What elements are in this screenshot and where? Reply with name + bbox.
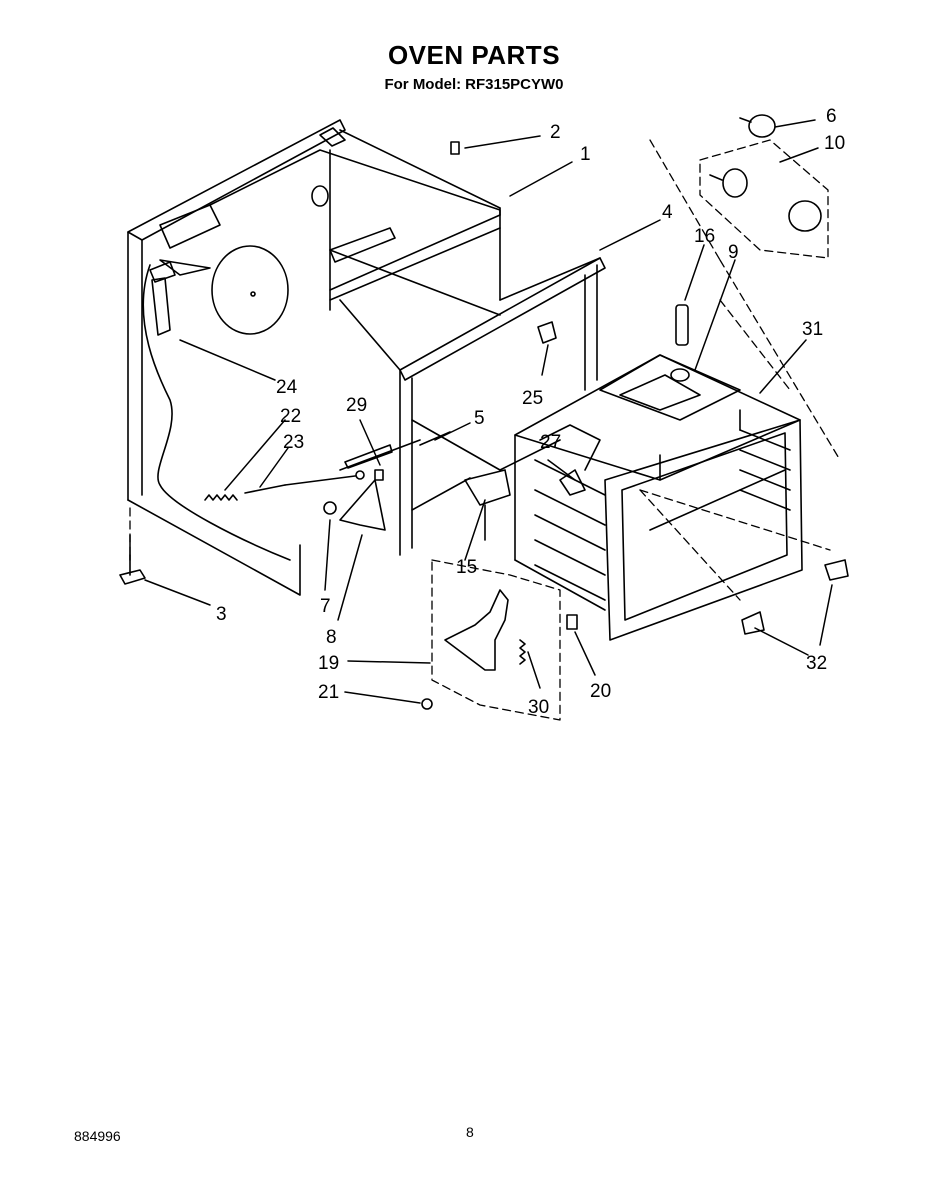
- callout-6: 6: [826, 106, 837, 127]
- callout-5: 5: [474, 408, 485, 429]
- callout-1: 1: [580, 144, 591, 165]
- callout-32: 32: [806, 653, 827, 674]
- callout-24: 24: [276, 377, 298, 398]
- oven-chassis: [127, 119, 606, 596]
- callout-23: 23: [283, 432, 304, 453]
- callout-21: 21: [318, 682, 339, 703]
- callout-22: 22: [280, 406, 301, 427]
- page-title: OVEN PARTS: [387, 40, 561, 70]
- small-parts: [119, 114, 849, 710]
- callout-27: 27: [540, 432, 561, 453]
- model-line: For Model:RF315PCYW0: [0, 76, 948, 93]
- callout-25: 25: [522, 388, 543, 409]
- callout-3: 3: [216, 604, 227, 625]
- part-number: 884996: [74, 1128, 121, 1144]
- leader-lines: [129, 119, 833, 704]
- callout-labels: 2 1 4 6 10 16 9 31 24 22 23 29 5 25 27 1…: [216, 106, 845, 718]
- callout-10: 10: [824, 133, 845, 154]
- wire-harness: [142, 264, 291, 561]
- page-number: 8: [466, 1124, 474, 1140]
- callout-20: 20: [590, 681, 611, 702]
- callout-19: 19: [318, 653, 339, 674]
- callout-8: 8: [326, 627, 337, 648]
- callout-9: 9: [728, 242, 739, 263]
- callout-16: 16: [694, 226, 715, 247]
- callout-2: 2: [550, 122, 561, 143]
- spring-assembly: [204, 470, 365, 501]
- callout-30: 30: [528, 697, 549, 718]
- callout-7: 7: [320, 596, 331, 617]
- callout-29: 29: [346, 395, 367, 416]
- model-prefix: For Model:: [384, 76, 462, 93]
- callout-31: 31: [802, 319, 823, 340]
- callout-4: 4: [662, 202, 673, 223]
- callout-15: 15: [456, 557, 477, 578]
- dashed-groupings: [129, 139, 841, 721]
- oven-cavity: [514, 354, 803, 641]
- model-number: RF315PCYW0: [465, 76, 564, 93]
